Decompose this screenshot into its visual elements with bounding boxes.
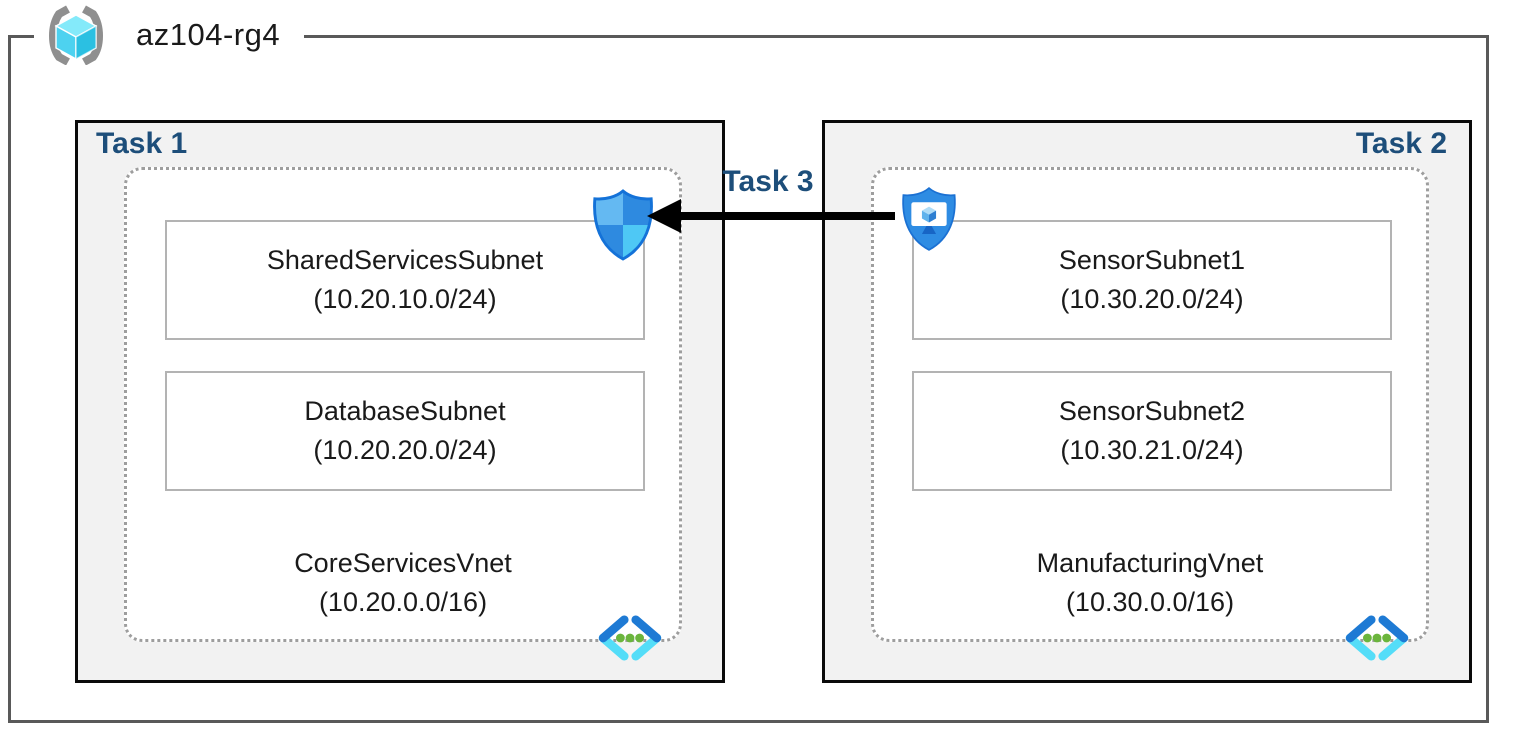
subnet-name: SensorSubnet2 (1058, 396, 1246, 426)
resource-group-frame (8, 35, 1489, 723)
vnet-cidr: (10.30.0.0/16) (1065, 587, 1235, 617)
vnet-cidr: (10.20.0.0/16) (318, 587, 488, 617)
task1-box: Task 1 SharedServicesSubnet (10.20.10.0/… (75, 120, 725, 683)
database-subnet-box: DatabaseSubnet (10.20.20.0/24) (165, 371, 645, 491)
subnet-name: DatabaseSubnet (304, 396, 506, 426)
sensor-subnet2-box: SensorSubnet2 (10.30.21.0/24) (912, 371, 1392, 491)
subnet-cidr: (10.20.20.0/24) (313, 435, 497, 465)
subnet-name: SensorSubnet1 (1058, 245, 1246, 275)
virtual-network-icon (598, 615, 662, 661)
vnet-name: ManufacturingVnet (1036, 548, 1264, 578)
resource-group-header: az104-rg4 (34, 2, 305, 68)
resource-group-name: az104-rg4 (136, 17, 281, 52)
subnet-cidr: (10.20.10.0/24) (313, 284, 497, 314)
application-security-group-shield-icon (902, 186, 956, 251)
shared-services-subnet-box: SharedServicesSubnet (10.20.10.0/24) (165, 220, 645, 340)
vnet-name: CoreServicesVnet (294, 548, 512, 578)
virtual-network-icon (1345, 615, 1409, 661)
subnet-cidr: (10.30.20.0/24) (1060, 284, 1244, 314)
peering-arrow (647, 199, 895, 233)
vnet-label: CoreServicesVnet (10.20.0.0/16) (127, 544, 679, 622)
task2-label: Task 2 (1355, 127, 1447, 160)
task3-label: Task 3 (722, 165, 814, 198)
core-services-vnet-container: SharedServicesSubnet (10.20.10.0/24) Dat… (124, 167, 682, 661)
task1-label: Task 1 (96, 127, 188, 160)
network-security-group-shield-icon (593, 189, 653, 261)
sensor-subnet1-box: SensorSubnet1 (10.30.20.0/24) (912, 220, 1392, 340)
subnet-cidr: (10.30.21.0/24) (1060, 435, 1244, 465)
subnet-name: SharedServicesSubnet (266, 245, 544, 275)
resource-group-icon (49, 5, 103, 65)
vnet-label: ManufacturingVnet (10.30.0.0/16) (874, 544, 1426, 622)
task2-box: Task 2 SensorSubnet1 (10.30.20.0/24) Sen… (822, 120, 1472, 683)
manufacturing-vnet-container: SensorSubnet1 (10.30.20.0/24) SensorSubn… (871, 167, 1429, 661)
